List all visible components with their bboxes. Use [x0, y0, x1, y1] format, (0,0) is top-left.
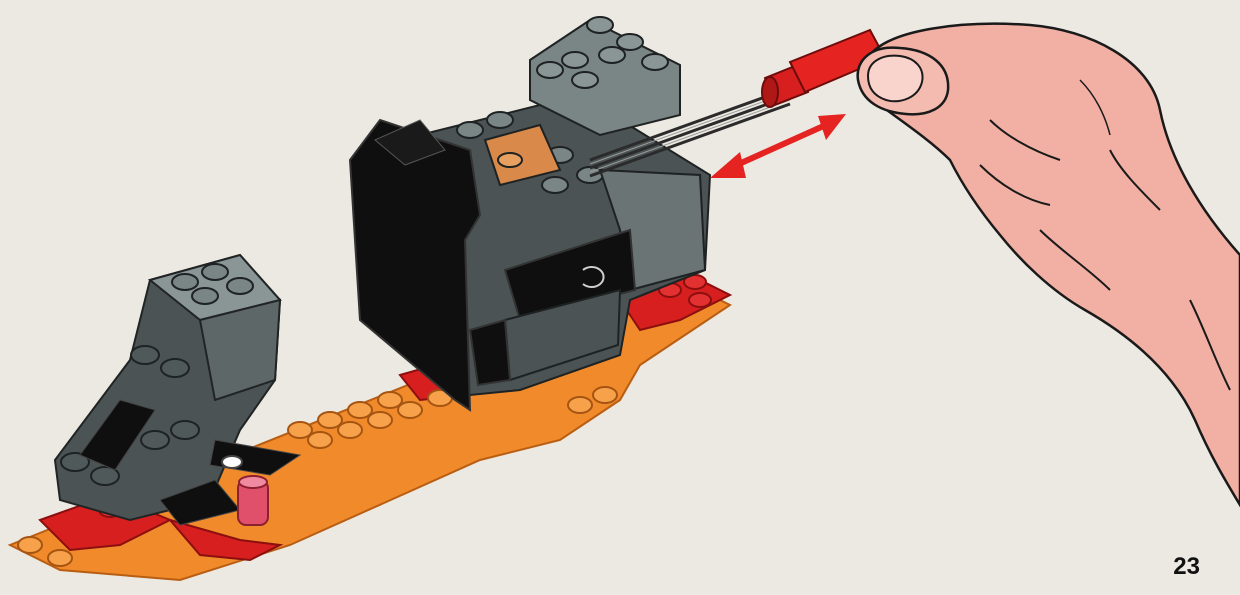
hand-icon: [858, 24, 1240, 505]
page-number: 23: [1173, 553, 1200, 581]
left-rock-tower: [55, 255, 300, 525]
double-arrow-icon: [710, 114, 846, 178]
